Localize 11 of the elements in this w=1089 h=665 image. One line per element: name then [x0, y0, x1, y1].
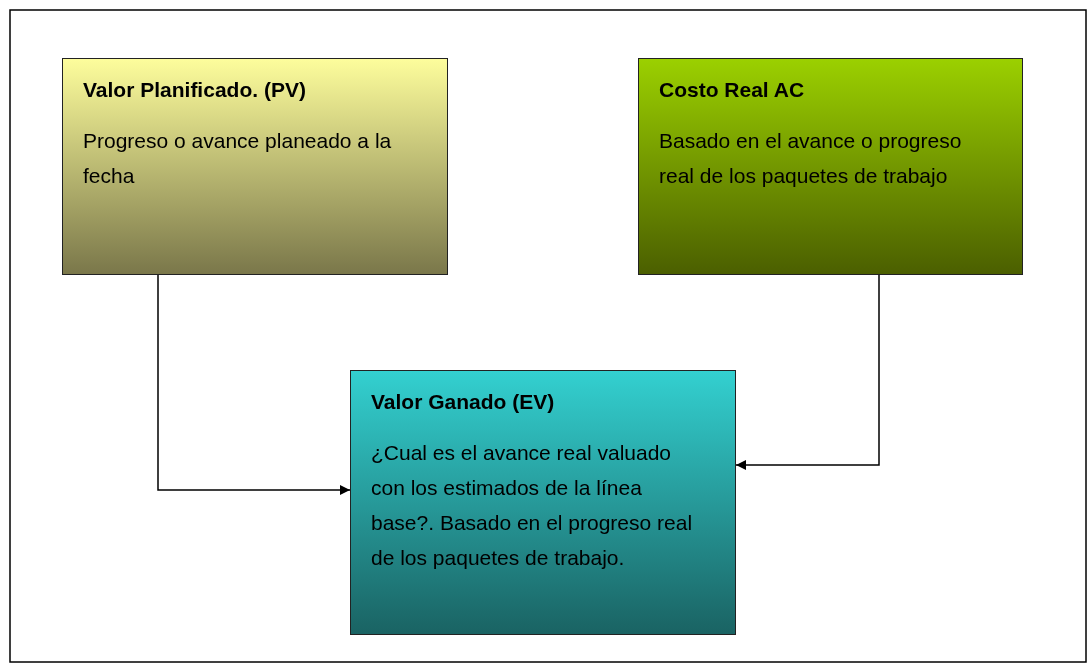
box-title: Costo Real AC: [659, 77, 806, 103]
arrow: [157, 274, 351, 495]
box-description: Basado en el avance o progreso real de los paquetes de trabajo: [659, 128, 963, 189]
box-title: Valor Planificado. (PV): [83, 77, 307, 103]
process-box: [638, 58, 1023, 275]
arrow: [735, 274, 880, 470]
box-description: Progreso o avance planeado a la fecha: [83, 128, 393, 189]
process-box: [350, 370, 736, 635]
box-description: ¿Cual es el avance real valuado con los estimados de la línea base?. Basado en el progreso real de los paquetes de trabajo.: [371, 440, 694, 571]
box-title: Valor Ganado (EV): [371, 389, 556, 415]
process-box: [62, 58, 448, 275]
